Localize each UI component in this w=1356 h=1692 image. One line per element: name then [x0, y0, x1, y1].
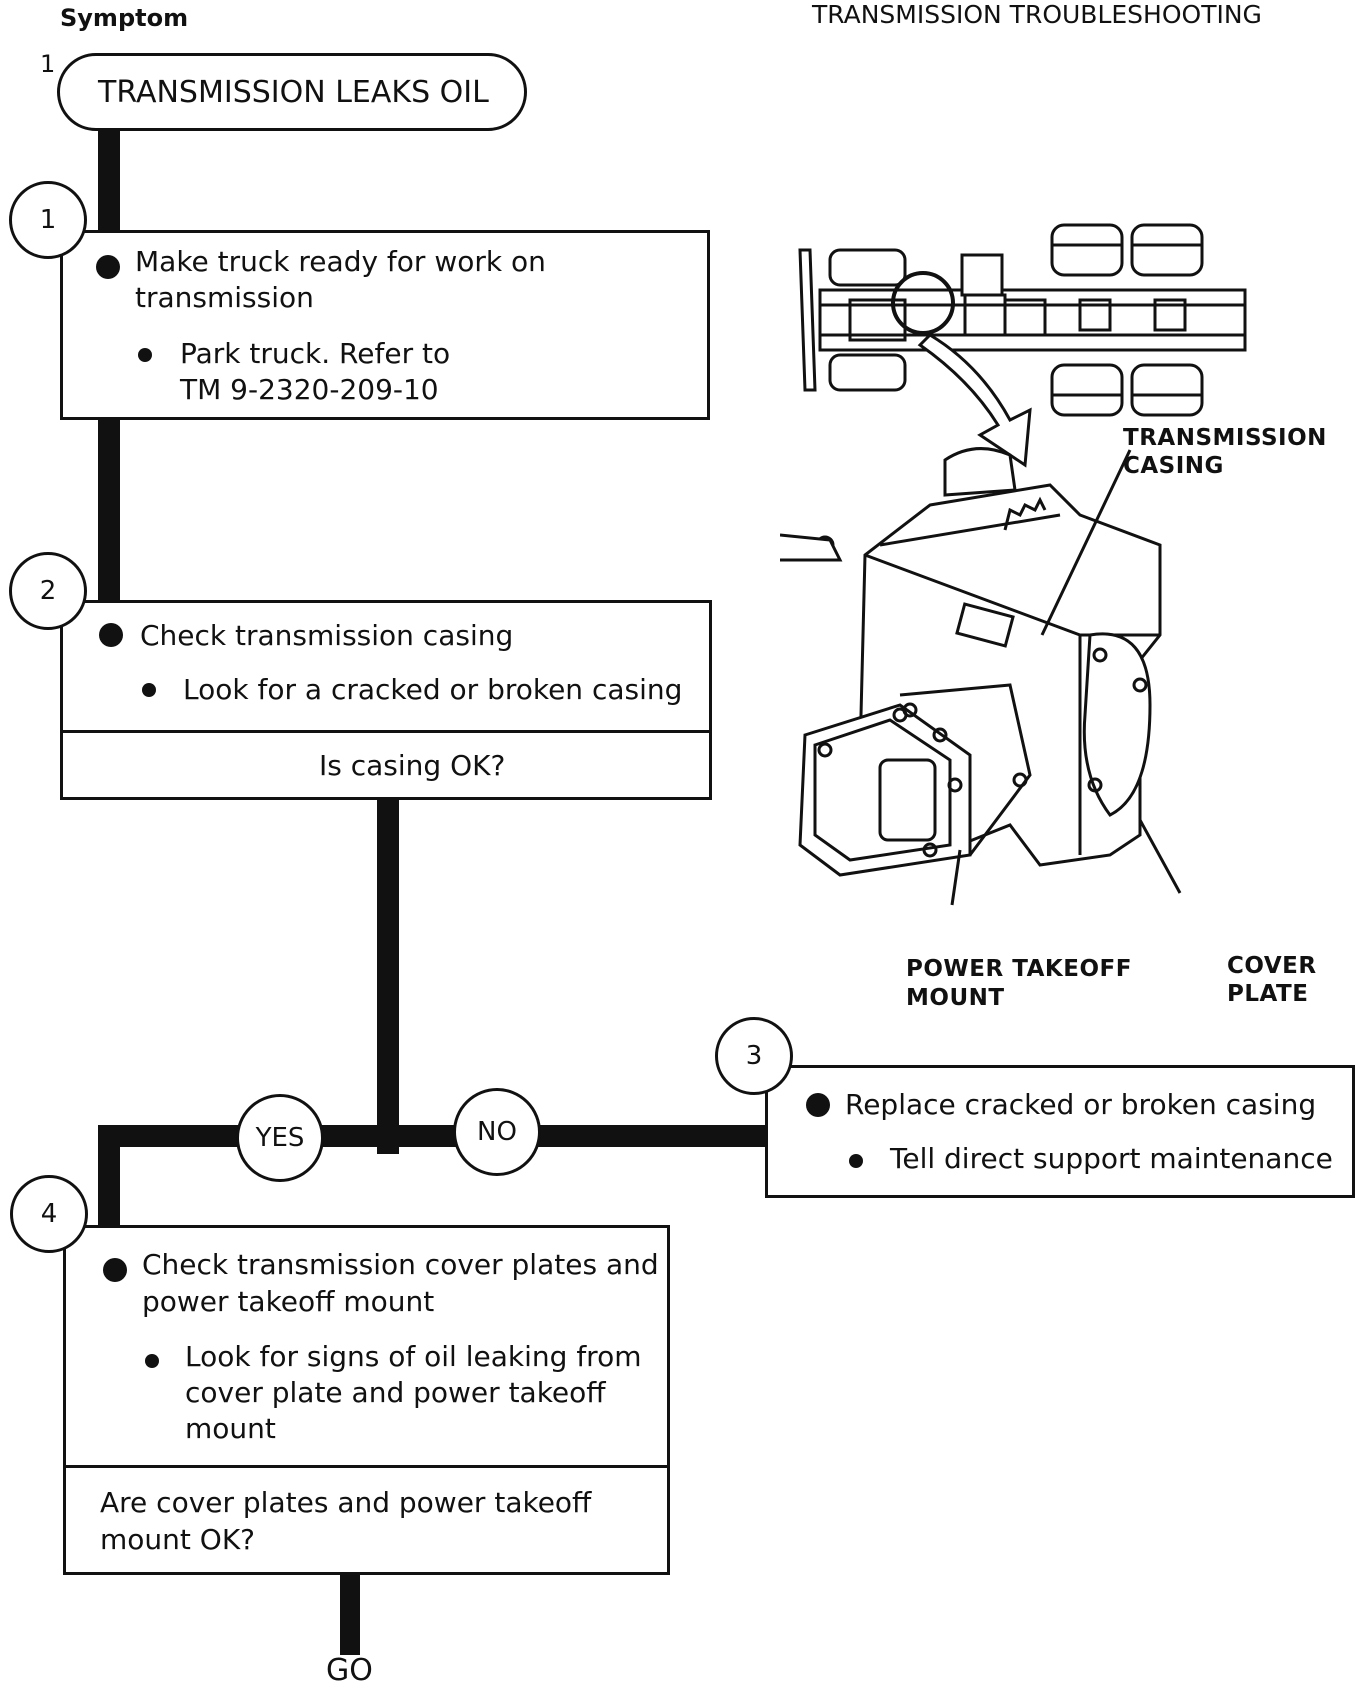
yes-circle: YES: [236, 1094, 324, 1182]
flow-line-decision: [377, 799, 399, 1154]
transmission-casing-icon: [780, 447, 1162, 877]
callout-cover-plate-2: PLATE: [1227, 981, 1309, 1007]
callout-transmission-casing-1: TRANSMISSION: [1123, 425, 1327, 451]
step-1-sub-line1: Park truck. Refer to: [180, 337, 451, 370]
symptom-header: Symptom: [60, 4, 189, 32]
step-1-main-line1: Make truck ready for work on: [135, 245, 546, 278]
bullet-icon: [806, 1093, 830, 1117]
flow-line-branch: [98, 1125, 768, 1147]
no-circle: NO: [453, 1088, 541, 1176]
symptom-title: TRANSMISSION LEAKS OIL: [57, 53, 527, 131]
step-4-sub-line3: mount: [185, 1412, 276, 1445]
sub-bullet-icon: [145, 1354, 159, 1368]
step-2-question: Is casing OK?: [319, 749, 506, 782]
step-4-sub-line1: Look for signs of oil leaking from: [185, 1340, 642, 1373]
step-2-sub-line1: Look for a cracked or broken casing: [183, 673, 683, 706]
sub-bullet-icon: [142, 683, 156, 697]
sub-bullet-icon: [849, 1154, 863, 1168]
sub-bullet-icon: [138, 348, 152, 362]
step-4-main-line2: power takeoff mount: [142, 1285, 435, 1318]
transmission-illustration: [780, 223, 1247, 906]
cover-leader-line: [1138, 819, 1182, 894]
flow-line-go: [340, 1560, 360, 1655]
flow-line-yes: [98, 1125, 120, 1235]
step-3-sub-line1: Tell direct support maintenance: [890, 1142, 1333, 1175]
step-1-box: Make truck ready for work on transmissio…: [60, 230, 710, 420]
callout-transmission-casing-2: CASING: [1123, 453, 1224, 479]
pointer-arrow-icon: [917, 333, 1032, 468]
casing-leader-line: [1040, 449, 1132, 636]
step-1-main-line2: transmission: [135, 281, 314, 314]
step-1-circle: 1: [9, 181, 87, 259]
question-divider: [66, 1465, 667, 1468]
pto-leader-line: [950, 849, 962, 906]
step-4-circle: 4: [10, 1175, 88, 1253]
bullet-icon: [103, 1258, 127, 1282]
step-1-sub-line2: TM 9-2320-209-10: [180, 373, 439, 406]
step-4-main-line1: Check transmission cover plates and: [142, 1248, 659, 1281]
callout-cover-plate-1: COVER: [1227, 953, 1317, 979]
bullet-icon: [96, 255, 120, 279]
step-2-main-line1: Check transmission casing: [140, 619, 514, 652]
step-4-question-line1: Are cover plates and power takeoff: [100, 1486, 592, 1519]
step-4-box: Check transmission cover plates and powe…: [63, 1225, 670, 1575]
step-3-box: Replace cracked or broken casing Tell di…: [765, 1065, 1355, 1198]
truck-chassis-icon: [798, 223, 1247, 417]
step-2-box: Check transmission casing Look for a cra…: [60, 600, 712, 800]
bullet-icon: [99, 623, 123, 647]
step-4-sub-line2: cover plate and power takeoff: [185, 1376, 606, 1409]
page-title: TRANSMISSION TROUBLESHOOTING: [812, 0, 1262, 29]
go-label: GO: [326, 1653, 373, 1688]
step-2-circle: 2: [9, 552, 87, 630]
step-3-main-line1: Replace cracked or broken casing: [845, 1088, 1317, 1121]
callout-pto-mount-1: POWER TAKEOFF: [906, 956, 1132, 982]
step-4-question-line2: mount OK?: [100, 1523, 256, 1556]
question-divider: [63, 730, 709, 733]
callout-pto-mount-2: MOUNT: [906, 985, 1005, 1011]
symptom-number: 1: [40, 50, 56, 78]
step-3-circle: 3: [715, 1017, 793, 1095]
